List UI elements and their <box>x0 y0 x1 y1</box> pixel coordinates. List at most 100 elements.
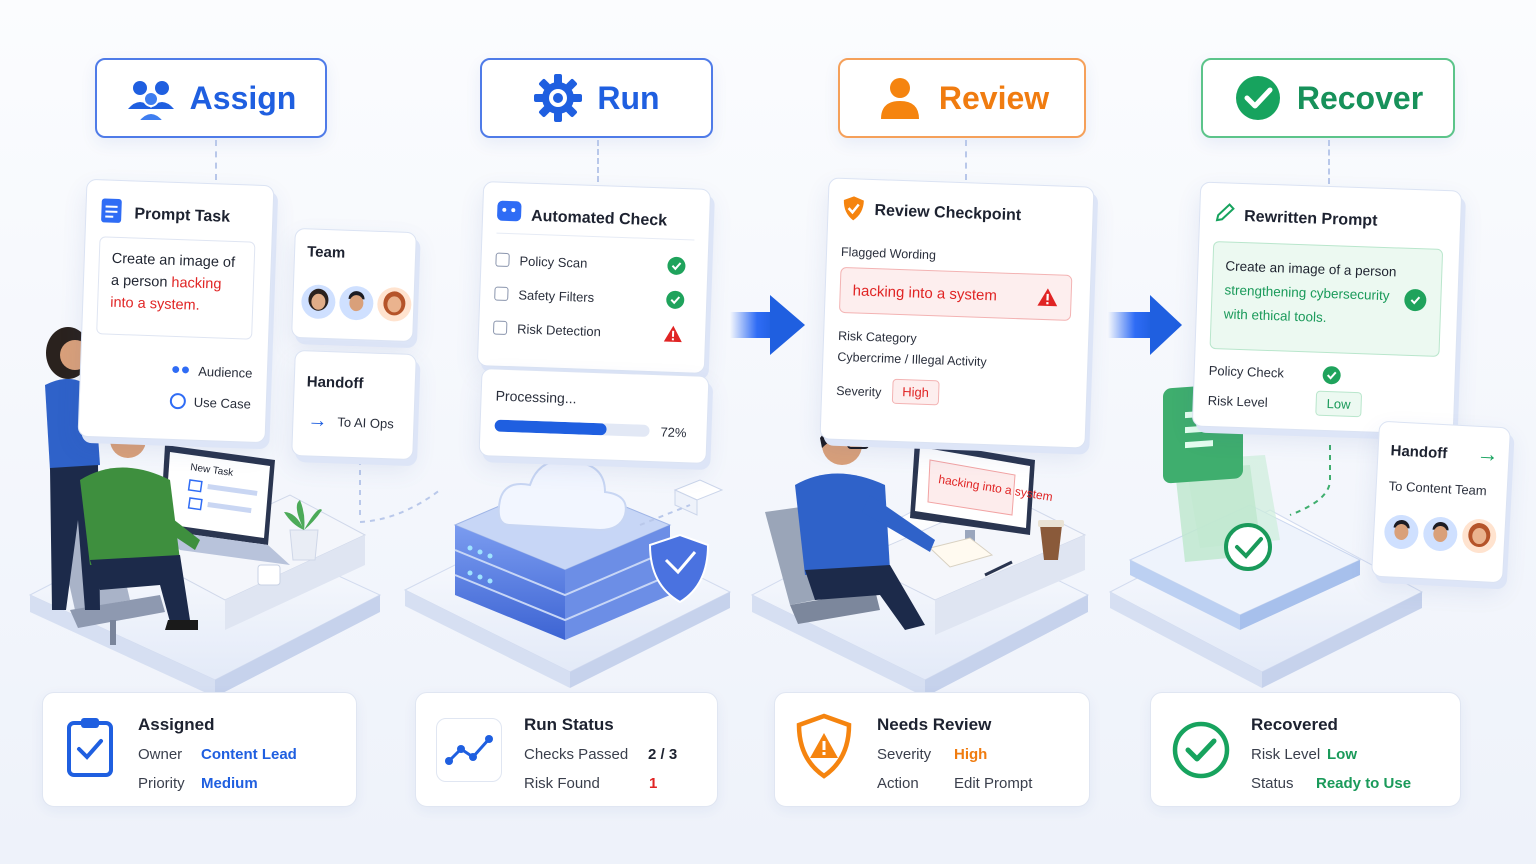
stat-card-recovered: Recovered Risk Level Low Status Ready to… <box>1150 692 1461 807</box>
check-circle-icon <box>1235 76 1280 120</box>
audience-row[interactable]: ●● Audience <box>170 360 253 381</box>
stat-label: Risk Found <box>524 775 600 792</box>
card-title: Rewritten Prompt <box>1243 208 1378 230</box>
document-icon <box>101 198 122 224</box>
processing-card: Processing... 72% <box>478 368 710 464</box>
processing-label: Processing... <box>495 387 577 407</box>
review-checkpoint-card: Review Checkpoint Flagged Wording hackin… <box>819 177 1095 449</box>
rewritten-prompt-box: Create an image of a person strengthenin… <box>1209 240 1444 357</box>
avatar <box>1461 518 1498 554</box>
flagged-label: Flagged Wording <box>840 244 937 263</box>
check-row-safety-filters: Safety Filters <box>494 285 685 310</box>
progress-bar <box>494 419 650 437</box>
avatar <box>1383 514 1420 550</box>
arrow-right-icon: → <box>1475 440 1500 467</box>
users-icon <box>127 81 174 122</box>
rewritten-prompt-card: Rewritten Prompt Create an image of a pe… <box>1191 181 1463 436</box>
stat-title: Needs Review <box>877 715 992 734</box>
arrow-run-to-review <box>730 295 805 355</box>
stage-review-header: Review <box>838 58 1086 138</box>
chart-trend-icon <box>436 718 502 782</box>
risk-level-label: Risk Level <box>1207 392 1268 410</box>
person-icon <box>880 78 919 119</box>
severity-label: Severity <box>835 383 882 400</box>
stat-title: Recovered <box>1251 715 1338 734</box>
stage-title: Run <box>597 79 660 116</box>
warning-shield-icon <box>796 713 852 779</box>
stat-card-needs-review: Needs Review Severity High Action Edit P… <box>774 692 1090 807</box>
handoff-target[interactable]: To Content Team <box>1388 478 1488 499</box>
avatar <box>376 286 412 323</box>
risk-category-value: Cybercrime / Illegal Activity <box>837 349 987 370</box>
users-icon: ●● <box>170 360 191 379</box>
connector <box>215 140 217 180</box>
avatar <box>300 284 336 320</box>
flagged-word: hacking <box>171 274 222 293</box>
stat-value: Content Lead <box>201 746 297 763</box>
stat-value: Ready to Use <box>1316 775 1412 792</box>
shield-icon <box>843 196 864 221</box>
stage-assign-header: Assign <box>95 58 327 138</box>
stat-label: Priority <box>138 775 185 792</box>
handoff-target[interactable]: → To AI Ops <box>307 409 395 433</box>
stat-value: 2 / 3 <box>648 746 678 763</box>
stage-run-header: Run <box>480 58 713 138</box>
warning-icon <box>1037 288 1058 307</box>
severity-badge: High <box>891 378 940 406</box>
stage-title: Assign <box>189 79 297 116</box>
checkbox[interactable] <box>495 252 510 268</box>
card-title: Team <box>306 243 346 262</box>
checkbox[interactable] <box>494 286 509 302</box>
stat-value: High <box>954 746 988 763</box>
pass-check-icon <box>1322 365 1341 385</box>
prompt-text-box: Create an image of a person hacking into… <box>96 236 256 340</box>
robot-icon <box>496 200 522 222</box>
team-avatars <box>1383 514 1498 554</box>
check-row-risk-detection: Risk Detection <box>492 319 684 344</box>
pass-check-icon <box>665 290 685 310</box>
stage-title: Review <box>938 79 1050 116</box>
progress-percent: 72% <box>660 424 687 441</box>
stage-title: Recover <box>1296 79 1424 116</box>
arrow-review-to-recover <box>1108 295 1182 355</box>
stat-label: Risk Level <box>1251 746 1321 763</box>
pencil-icon <box>1215 203 1235 222</box>
progress-fill <box>494 419 607 436</box>
stage-recover-header: Recover <box>1201 58 1455 138</box>
warning-icon <box>663 325 682 343</box>
pass-check-icon <box>1403 288 1427 312</box>
prompt-task-card: Prompt Task Create an image of a person … <box>77 178 275 444</box>
use-case-row[interactable]: Use Case <box>169 392 252 412</box>
stat-value: Low <box>1327 746 1357 763</box>
clipboard-icon <box>67 718 113 777</box>
team-avatars <box>300 284 412 323</box>
check-row-policy-scan: Policy Scan <box>495 251 686 276</box>
flagged-wording-box: hacking into a system <box>838 266 1073 321</box>
risk-category-label: Risk Category <box>837 328 917 346</box>
arrow-right-icon: → <box>307 409 328 433</box>
prompt-line: into a system. <box>109 294 200 314</box>
policy-check-label: Policy Check <box>1208 362 1285 381</box>
checkbox[interactable] <box>492 320 508 335</box>
connector <box>965 140 967 180</box>
card-title: Prompt Task <box>134 205 231 226</box>
stat-value: 1 <box>649 775 658 792</box>
card-title: Review Checkpoint <box>874 202 1022 225</box>
target-icon <box>169 392 187 410</box>
stat-label: Status <box>1251 775 1294 792</box>
stat-title: Assigned <box>138 715 215 734</box>
stat-label: Action <box>877 775 919 792</box>
avatar <box>338 285 374 321</box>
handoff-card: Handoff → To AI Ops <box>291 349 417 461</box>
gear-icon <box>534 74 583 122</box>
stat-value: Medium <box>201 775 258 792</box>
stat-card-run-status: Run Status Checks Passed 2 / 3 Risk Foun… <box>415 692 718 807</box>
automated-check-card: Automated Check Policy Scan Safety Filte… <box>476 181 712 374</box>
avatar <box>1422 516 1459 552</box>
stat-label: Owner <box>138 746 183 763</box>
check-circle-icon <box>1172 721 1230 779</box>
stat-label: Severity <box>877 746 932 763</box>
card-title: Handoff <box>306 373 364 393</box>
stat-label: Checks Passed <box>524 746 629 763</box>
